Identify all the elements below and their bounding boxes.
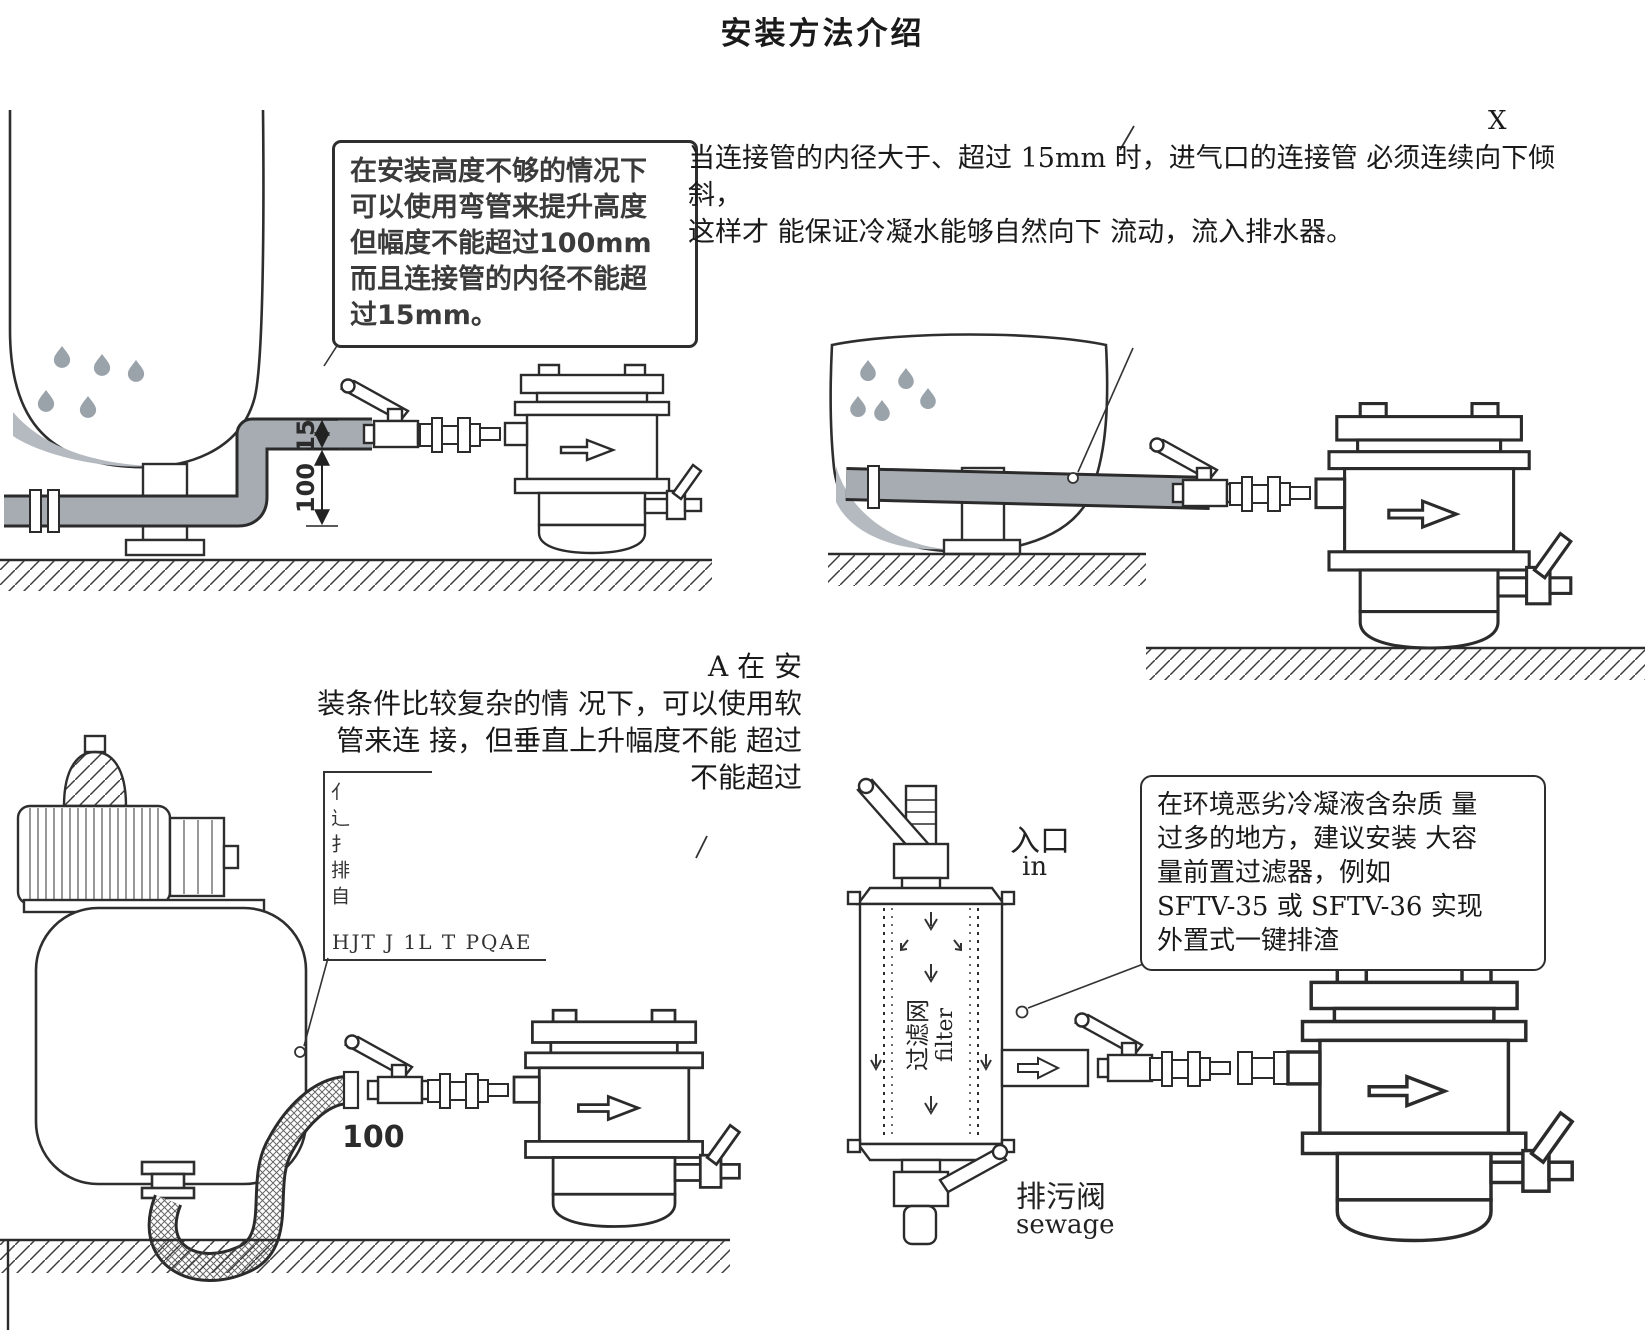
diagram-sloped-pipe-install	[828, 125, 1645, 680]
pipe-unions-icon	[427, 1073, 509, 1109]
note-line: 不能超过	[689, 761, 802, 794]
leader-line	[294, 957, 329, 1058]
garbled-callout-box	[323, 771, 546, 961]
leader-line	[1067, 347, 1134, 484]
prefilter-note-callout: 在环境恶劣冷凝液含杂质 量 过多的地方，建议安装 大容 量前置过滤器，例如 SF…	[1140, 775, 1546, 971]
note-line: SFTV-35 或 SFTV-36 实现	[1157, 892, 1483, 922]
dim-label-15: 15	[292, 419, 320, 453]
label-filter-rotated: 过滤网 filter	[892, 974, 972, 1096]
x-mark: X	[1488, 106, 1507, 136]
note-line: 管来连 接，但垂直上升幅度不能 超过	[336, 724, 802, 757]
label-sewage-cn: 排污阀	[1016, 1180, 1106, 1215]
page-title: 安装方法介绍	[720, 16, 925, 52]
compressor-motor-icon	[16, 734, 266, 914]
label-filter-en: filter	[933, 1007, 958, 1063]
ground-platform-hatch	[828, 552, 1146, 586]
note-line: 可以使用弯管来提升高度	[350, 192, 647, 223]
drain-trap-icon	[1286, 966, 1574, 1243]
note-line: 在安装高度不够的情况下	[350, 156, 647, 187]
diagram-prefilter-install	[846, 777, 1574, 1246]
pipe-unions-icon	[419, 417, 501, 453]
ground-hatch	[1146, 646, 1645, 680]
ground-hatch	[0, 1238, 730, 1330]
note-line: 外置式一键排渣	[1157, 926, 1340, 956]
label-inlet-en: in	[1022, 852, 1048, 882]
pipe-unions-icon	[1149, 1051, 1231, 1087]
label-inlet-cn: 入口	[1010, 824, 1070, 859]
note-line: 当连接管的内径大于、超过 15mm 时，进气口的连接管 必须连续向下倾斜，	[688, 143, 1556, 211]
inlet-valve-drawing	[856, 777, 950, 894]
elbow-note-callout: 在安装高度不够的情况下 可以使用弯管来提升高度 但幅度不能超过100mm 而且连…	[332, 140, 698, 348]
extra-fittings	[1237, 1051, 1289, 1085]
dim-label-100-hose: 100	[342, 1120, 405, 1155]
outlet-pipe-drawing	[1000, 1048, 1090, 1088]
pipe-unions-icon	[1229, 476, 1311, 512]
dim-label-100: 100	[292, 462, 320, 514]
garbled-vertical-text: 亻辶扌排自	[328, 782, 350, 912]
note-line: 这样才 能保证冷凝水能够自然向下 流动，流入排水器。	[688, 217, 1354, 248]
diagram-elbow-install	[0, 109, 712, 591]
tank-icon	[8, 109, 265, 469]
leader-line	[1015, 962, 1147, 1019]
drain-trap-icon	[1314, 402, 1573, 650]
note-line: 过15mm。	[350, 300, 498, 331]
note-line: 过多的地方，建议安装 大容	[1157, 824, 1478, 854]
pipe-drawing	[845, 465, 1211, 510]
slope-note-paragraph: 当连接管的内径大于、超过 15mm 时，进气口的连接管 必须连续向下倾斜， 这样…	[688, 140, 1588, 251]
note-line: 量前置过滤器，例如	[1157, 858, 1392, 888]
leader-tick	[695, 835, 708, 859]
air-tank-icon	[34, 906, 308, 1200]
note-line: A 在 安	[707, 650, 802, 683]
sewage-valve-drawing	[892, 1143, 1009, 1246]
garbled-bottom-text: HJT J 1L T PQAE	[332, 930, 533, 954]
label-filter-cn: 过滤网	[904, 999, 932, 1071]
leader-tick	[1119, 125, 1135, 151]
flow-arrows-icon	[870, 912, 992, 1115]
label-sewage-en: sewage	[1016, 1210, 1115, 1240]
note-line: 装条件比较复杂的情 况下，可以使用软	[317, 687, 802, 720]
hose-fitting	[342, 1070, 360, 1110]
flex-hose-note-paragraph: A 在 安 装条件比较复杂的情 况下，可以使用软 管来连 接，但垂直上升幅度不能…	[290, 648, 802, 796]
drain-trap-icon	[503, 363, 703, 555]
pipe-drawing	[4, 417, 372, 533]
filter-vessel-drawing	[846, 886, 1016, 1162]
ground-hatch	[0, 558, 712, 591]
drain-trap-icon	[512, 1008, 741, 1228]
note-line: 但幅度不能超过100mm	[350, 228, 652, 259]
note-line: 而且连接管的内径不能超	[350, 264, 647, 295]
note-line: 在环境恶劣冷凝液含杂质 量	[1157, 790, 1478, 820]
diagram-flex-hose-install	[0, 734, 741, 1330]
dimension-lines	[306, 419, 338, 527]
